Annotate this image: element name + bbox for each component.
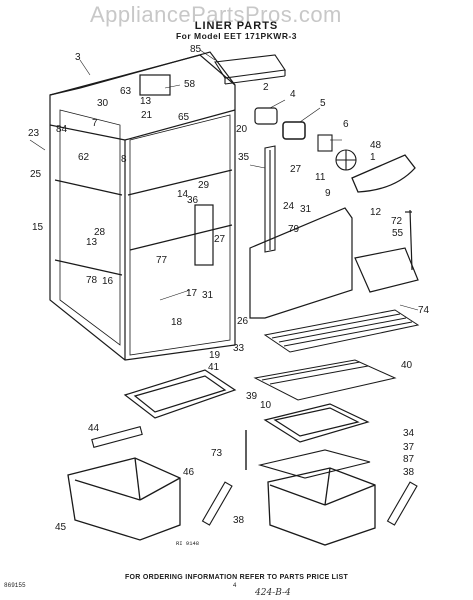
callout-21: 21 (141, 110, 153, 121)
callout-37: 37 (403, 442, 415, 453)
crisper-cover-right (263, 403, 370, 443)
callout-34: 34 (403, 428, 415, 439)
reference-code: RI 9148 (176, 540, 200, 547)
callout-23: 23 (28, 128, 40, 139)
callout-27: 27 (290, 164, 302, 175)
callout-46: 46 (183, 467, 195, 478)
callout-38a: 38 (403, 467, 415, 478)
ice-tray (214, 54, 286, 85)
callout-31a: 31 (300, 204, 312, 215)
callout-40: 40 (401, 360, 413, 371)
callout-27b: 27 (214, 234, 226, 245)
callout-74: 74 (418, 305, 430, 316)
callout-9: 9 (325, 188, 331, 199)
ordering-note: FOR ORDERING INFORMATION REFER TO PARTS … (124, 574, 349, 581)
callout-35: 35 (238, 152, 250, 163)
page-number: 4 (233, 583, 237, 589)
callout-5: 5 (320, 98, 326, 109)
callout-16: 16 (102, 276, 114, 287)
crisper-cover (123, 369, 237, 419)
callout-33: 33 (233, 343, 245, 354)
callout-45: 45 (55, 522, 67, 533)
handwritten-note: 424-B-4 (255, 588, 291, 598)
callout-13b: 13 (86, 237, 98, 248)
slide-rail-center (201, 481, 233, 526)
callout-38b: 38 (233, 515, 245, 526)
callout-39: 39 (246, 391, 258, 402)
callout-79: 79 (288, 224, 300, 235)
callout-62: 62 (78, 152, 90, 163)
slide-rail-right (386, 481, 418, 526)
callout-29: 29 (198, 180, 210, 191)
callout-7: 7 (92, 118, 98, 129)
callout-8: 8 (121, 154, 127, 165)
watermark-text: AppliancePartsPros.com (90, 2, 342, 27)
callout-87: 87 (403, 454, 415, 465)
callout-26: 26 (237, 316, 249, 327)
callout-31b: 31 (202, 290, 214, 301)
callout-17: 17 (186, 288, 198, 299)
air-duct (264, 145, 276, 253)
crisper-pan-left (67, 457, 181, 541)
callout-13: 13 (140, 96, 152, 107)
callout-18: 18 (171, 317, 183, 328)
callout-48: 48 (370, 140, 382, 151)
callout-25: 25 (30, 169, 42, 180)
control-housing (354, 209, 419, 293)
model-subtitle: For Model EET 171PKWR-3 (175, 31, 298, 41)
fan-cover (351, 154, 416, 193)
light-housing (254, 107, 278, 125)
callout-30: 30 (97, 98, 109, 109)
callout-72: 72 (391, 216, 403, 227)
callout-3: 3 (75, 52, 81, 63)
callout-24: 24 (283, 201, 295, 212)
glass-shelf (253, 359, 397, 401)
callout-73: 73 (211, 448, 223, 459)
callout-44: 44 (88, 423, 100, 434)
rear-panel (249, 207, 353, 319)
callout-4: 4 (290, 89, 296, 100)
callout-15: 15 (32, 222, 44, 233)
callout-78: 78 (86, 275, 98, 286)
callout-41: 41 (208, 362, 220, 373)
doc-code: 869155 (4, 582, 26, 589)
callout-28: 28 (94, 227, 106, 238)
callout-77: 77 (156, 255, 168, 266)
callout-85: 85 (190, 44, 202, 55)
light-shield (282, 121, 306, 140)
wire-shelf (263, 309, 420, 353)
callout-12: 12 (370, 207, 382, 218)
slide-rail-left (91, 425, 143, 449)
callout-11a: 11 (315, 172, 326, 183)
callout-10: 10 (260, 400, 272, 411)
crisper-frame (257, 449, 371, 479)
callout-19: 19 (209, 350, 221, 361)
callout-58: 58 (184, 79, 196, 90)
fan-assembly (317, 134, 357, 171)
callout-84: 84 (56, 124, 68, 135)
crisper-pan-right (267, 467, 376, 546)
callout-36: 36 (187, 195, 199, 206)
callout-55: 55 (392, 228, 404, 239)
callout-1: 1 (370, 152, 376, 163)
callout-14: 14 (177, 189, 189, 200)
callout-65: 65 (178, 112, 190, 123)
page-title: LINER PARTS (194, 20, 279, 32)
callout-2: 2 (263, 82, 269, 93)
callout-20: 20 (236, 124, 248, 135)
callout-6: 6 (343, 119, 349, 130)
callout-63: 63 (120, 86, 132, 97)
